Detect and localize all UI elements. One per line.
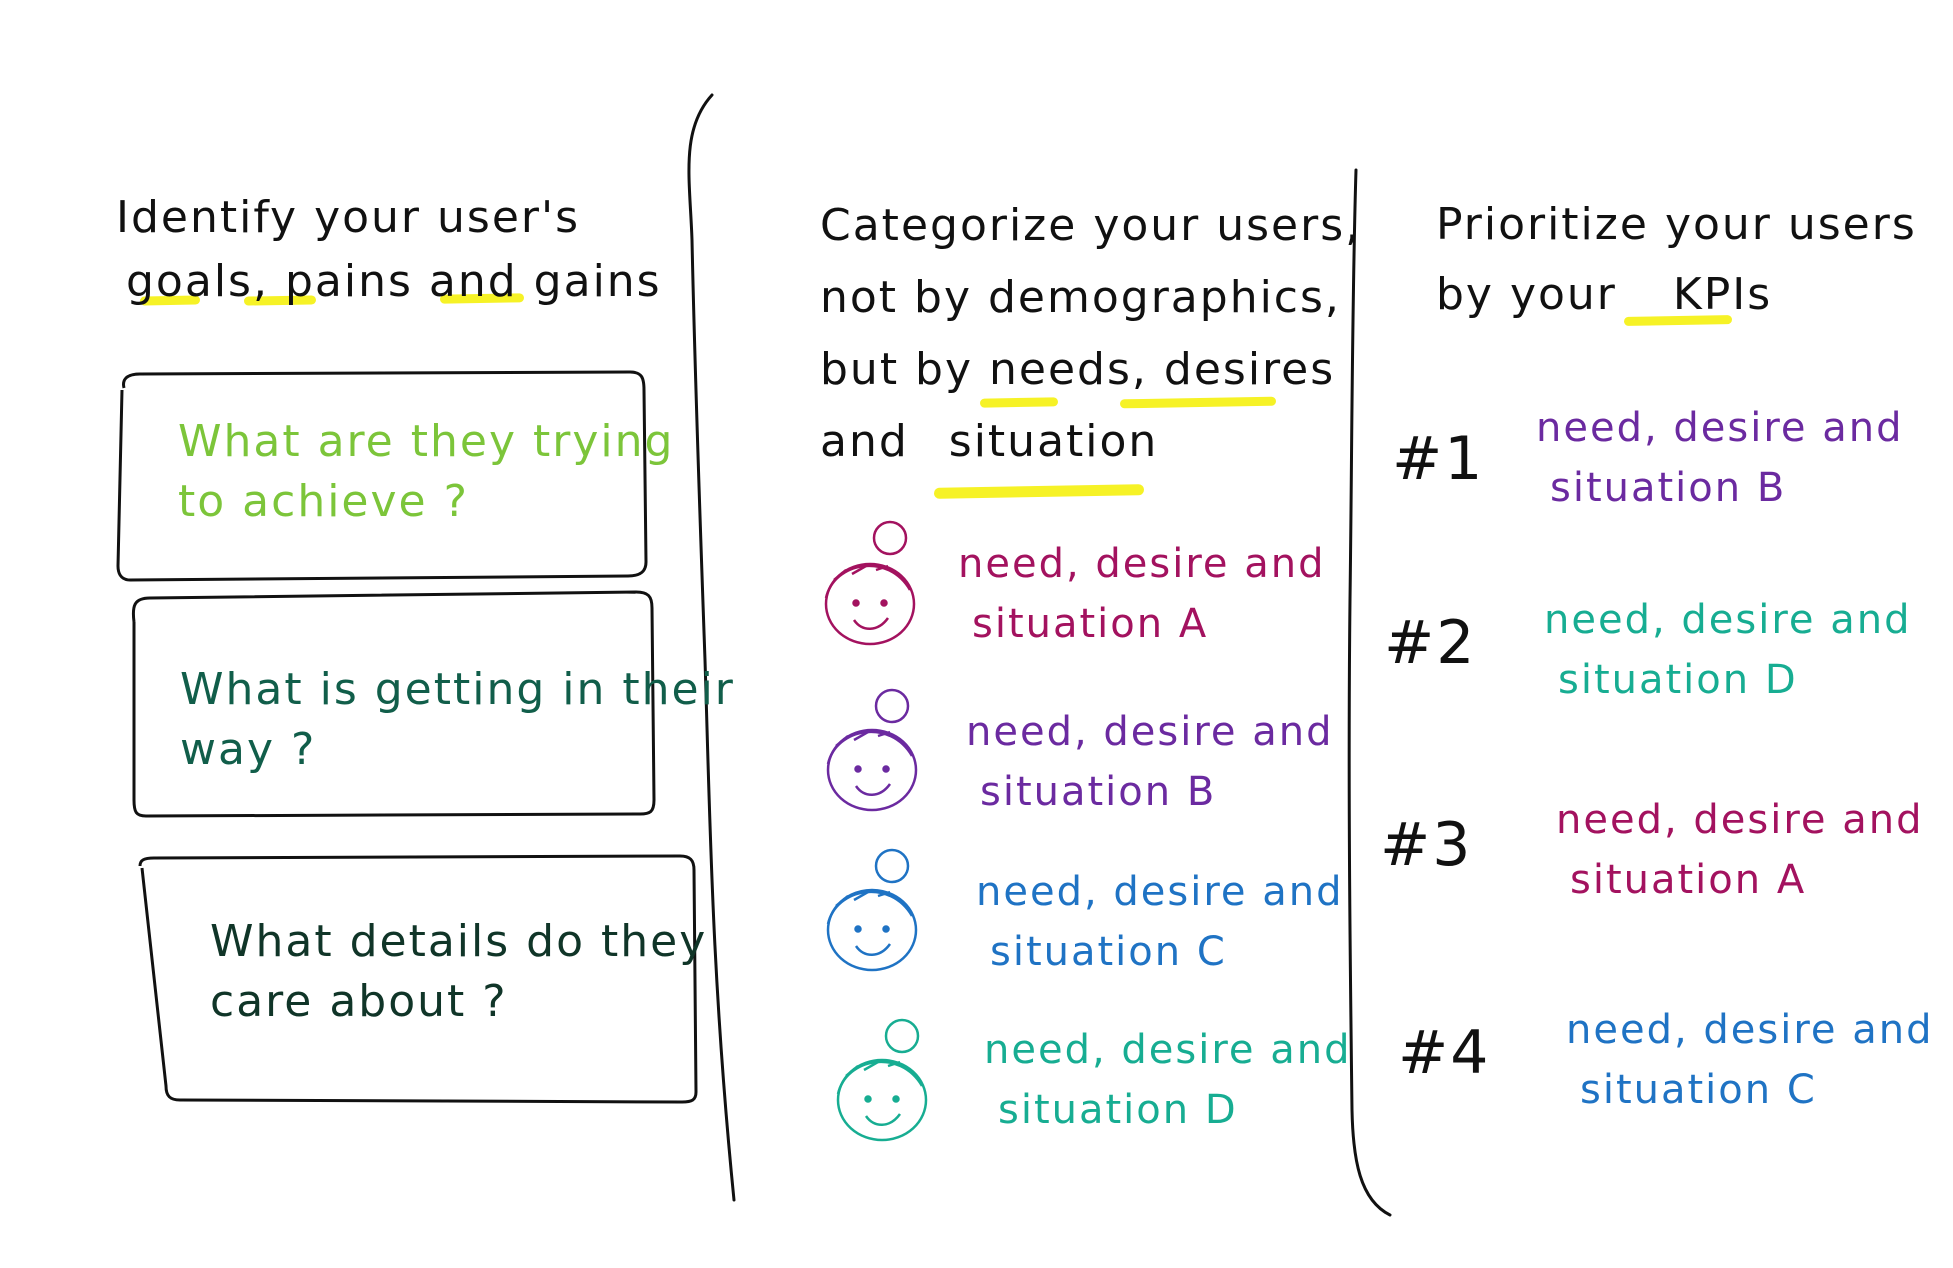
- rank-1-line1: need, desire and: [1536, 405, 1904, 451]
- middle-title-line3: but by needs, desires: [820, 334, 1361, 406]
- rank-2: #2: [1384, 608, 1477, 678]
- title-and-2: and: [820, 416, 909, 467]
- rank-2-text: need, desire and situation D: [1544, 590, 1912, 710]
- box2-text: What is getting in their way ?: [180, 660, 735, 780]
- rank-2-line1: need, desire and: [1544, 597, 1912, 643]
- left-title-line2: goals, pains and gains: [126, 250, 662, 314]
- right-title: Prioritize your users by your KPIs: [1436, 190, 1917, 330]
- title-kpis: KPIs: [1672, 269, 1773, 320]
- box2-line1: What is getting in their: [180, 664, 735, 715]
- user-a-line2: situation A: [972, 601, 1209, 647]
- right-title-line2: by your KPIs: [1436, 260, 1917, 330]
- title-gains: gains: [533, 256, 662, 307]
- woman-face-icon-b: [826, 688, 918, 812]
- user-b-line1: need, desire and: [966, 709, 1334, 755]
- woman-face-icon-d: [836, 1018, 928, 1142]
- rank-4-line2: situation C: [1580, 1067, 1817, 1113]
- woman-face-icon-a: [824, 520, 916, 646]
- title-and: and: [428, 256, 518, 307]
- box1-text: What are they trying to achieve ?: [178, 412, 674, 532]
- title-situation: situation: [948, 416, 1159, 467]
- right-title-line1: Prioritize your users: [1436, 199, 1917, 250]
- title-but-by: but by: [820, 344, 974, 395]
- title-desires: desires: [1163, 344, 1336, 395]
- middle-title-line4: and situation: [820, 406, 1361, 478]
- title-goals: goals,: [126, 256, 269, 307]
- rank-4: #4: [1398, 1018, 1491, 1088]
- box3-line2: care about ?: [210, 976, 508, 1027]
- user-d-text: need, desire and situation D: [984, 1020, 1352, 1140]
- divider-right: [1347, 168, 1392, 1217]
- user-b-line2: situation B: [980, 769, 1217, 815]
- left-title-line1: Identify your user's: [116, 192, 580, 243]
- rank-1-text: need, desire and situation B: [1536, 398, 1904, 518]
- box3-text: What details do they care about ?: [210, 912, 707, 1032]
- user-c-line1: need, desire and: [976, 869, 1344, 915]
- box3-line1: What details do they: [210, 916, 708, 967]
- rank-1: #1: [1392, 424, 1485, 494]
- rank-1-line2: situation B: [1550, 465, 1787, 511]
- rank-3-line2: situation A: [1570, 857, 1807, 903]
- rank-4-line1: need, desire and: [1566, 1007, 1934, 1053]
- box2-line2: way ?: [180, 724, 317, 775]
- user-a-line1: need, desire and: [958, 541, 1326, 587]
- rank-3-line1: need, desire and: [1556, 797, 1924, 843]
- user-a-text: need, desire and situation A: [958, 534, 1326, 654]
- user-d-line1: need, desire and: [984, 1027, 1352, 1073]
- box1-line1: What are they trying: [178, 416, 675, 467]
- rank-3: #3: [1380, 810, 1473, 880]
- title-by-your: by your: [1436, 269, 1617, 320]
- divider-left: [687, 93, 736, 1202]
- woman-face-icon-c: [826, 848, 918, 972]
- box1-border: [116, 370, 648, 582]
- user-b-text: need, desire and situation B: [966, 702, 1334, 822]
- rank-2-line2: situation D: [1558, 657, 1798, 703]
- user-c-text: need, desire and situation C: [976, 862, 1344, 982]
- left-title: Identify your user's goals, pains and ga…: [116, 186, 662, 314]
- rank-4-text: need, desire and situation C: [1566, 1000, 1934, 1120]
- box3-border: [138, 854, 698, 1104]
- rank-3-text: need, desire and situation A: [1556, 790, 1924, 910]
- user-c-line2: situation C: [990, 929, 1227, 975]
- box2-border: [131, 590, 656, 818]
- middle-title: Categorize your users, not by demographi…: [820, 190, 1361, 478]
- middle-title-line1: Categorize your users,: [820, 200, 1362, 251]
- box1-line2: to achieve ?: [178, 476, 469, 527]
- title-needs: needs,: [989, 344, 1148, 395]
- user-d-line2: situation D: [998, 1087, 1238, 1133]
- middle-title-line2: not by demographics,: [820, 272, 1341, 323]
- title-pains: pains: [284, 256, 413, 307]
